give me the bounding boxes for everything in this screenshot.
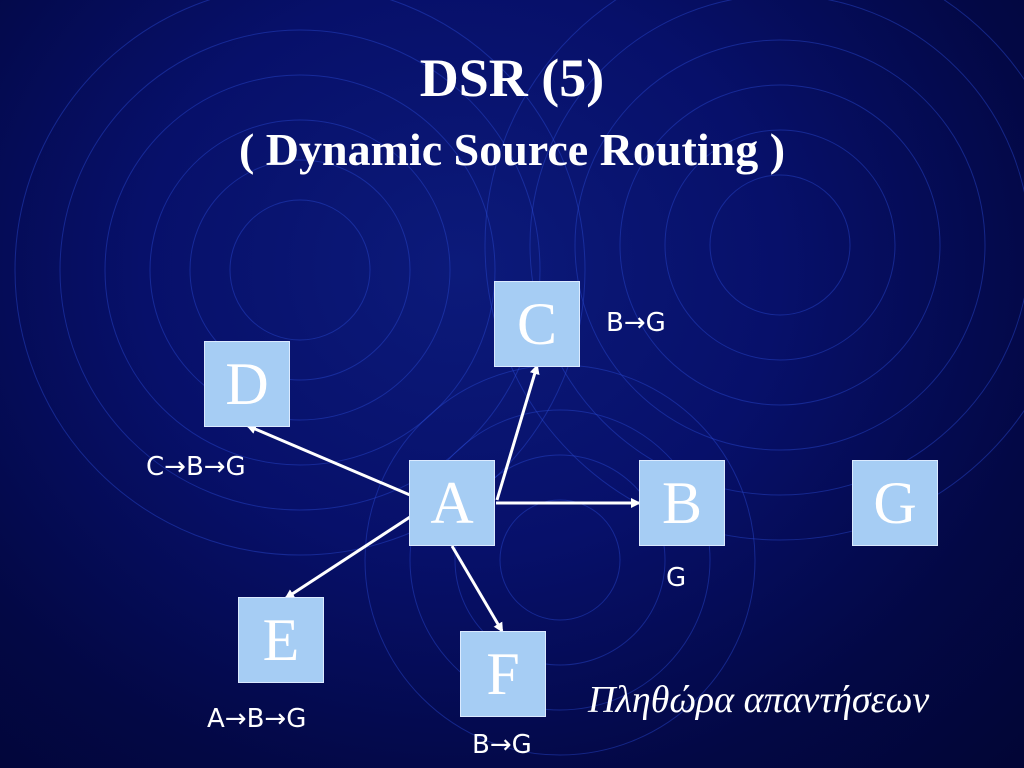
node-b-label: B <box>661 470 703 536</box>
node-f-label: F <box>486 641 520 707</box>
slide-subtitle: ( Dynamic Source Routing ) <box>238 124 786 175</box>
node-f: F <box>460 631 546 717</box>
node-e-label: E <box>262 607 300 673</box>
arrow-a-to-c <box>495 364 540 501</box>
caption-many-replies: Πληθώρα απαντήσεων <box>588 679 930 721</box>
node-a: A <box>409 460 495 546</box>
node-g: G <box>852 460 938 546</box>
route-label-d: C→B→G <box>146 452 246 482</box>
route-label-e: A→B→G <box>207 704 307 734</box>
route-label-b: G <box>666 563 687 593</box>
node-c-label: C <box>516 291 558 357</box>
route-label-f: B→G <box>472 730 532 760</box>
slide-title: DSR (5) <box>419 48 605 108</box>
node-c: C <box>494 281 580 367</box>
node-g-label: G <box>873 470 917 536</box>
node-d-label: D <box>225 351 269 417</box>
node-b: B <box>639 460 725 546</box>
arrow-a-to-f <box>450 545 504 633</box>
node-a-label: A <box>430 470 474 536</box>
route-label-c: B→G <box>606 308 666 338</box>
node-e: E <box>238 597 324 683</box>
arrow-a-to-d <box>246 424 411 497</box>
arrow-a-to-e <box>284 515 411 600</box>
node-d: D <box>204 341 290 427</box>
